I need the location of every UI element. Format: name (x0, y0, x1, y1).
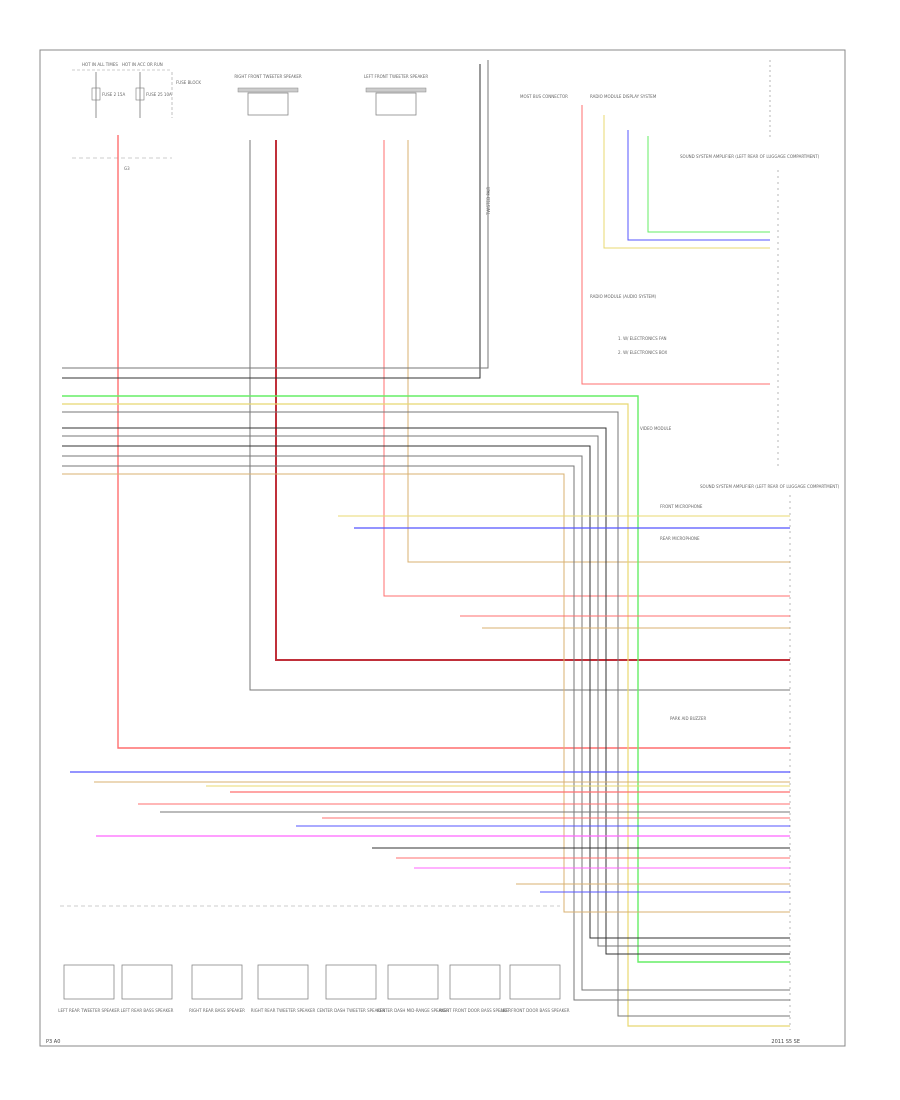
fuse-block: HOT IN ALL TIMES HOT IN ACC OR RUN FUSE … (72, 62, 201, 171)
wire-bus-gray-4 (62, 465, 790, 1001)
wire-lf-tweeter-neg (407, 140, 790, 563)
wire-most-2 (62, 60, 489, 369)
fuse-b-label: FUSE 25 10A (146, 92, 172, 97)
speaker-icon (247, 92, 289, 116)
wire-radio-blue (627, 130, 770, 241)
speaker-icon (325, 964, 377, 1000)
footer-left: P3 A0 (46, 1039, 60, 1045)
wire-bus-gray-2 (62, 435, 790, 947)
footer-right: 2011 S5 SE (771, 1039, 800, 1045)
wire-rf-tweeter-pos (275, 140, 790, 661)
diagram-frame (39, 49, 846, 1047)
front-mic-label: FRONT MICROPHONE (660, 504, 703, 509)
speaker-icon (257, 964, 309, 1000)
wire-fuse-to-amp (117, 135, 790, 749)
amp-connector-lower-label: SOUND SYSTEM AMPLIFIER (LEFT REAR OF LUG… (700, 484, 840, 489)
speaker-icon (121, 964, 173, 1000)
speaker-label: CENTER DASH MID-RANGE SPEAKER (377, 1008, 450, 1013)
speaker-icon (449, 964, 501, 1000)
wire-radio-green (647, 136, 770, 233)
wire-radio-yellow (603, 115, 770, 249)
fuse-a-label: FUSE 2 15A (102, 92, 125, 97)
speaker-label: RIGHT REAR TWEETER SPEAKER (251, 1008, 316, 1013)
radio-module-label: RADIO MODULE (AUDIO SYSTEM) (590, 294, 657, 299)
park-aid-label: PARK AID BUZZER (670, 716, 706, 721)
speaker-icon (375, 92, 417, 116)
rf-tweeter-label: RIGHT FRONT TWEETER SPEAKER (234, 74, 302, 79)
right-front-tweeter: RIGHT FRONT TWEETER SPEAKER (234, 74, 302, 116)
wire-bus-gray-1 (62, 411, 790, 1017)
left-front-tweeter: LEFT FRONT TWEETER SPEAKER (364, 74, 428, 116)
fuse-b-icon (135, 87, 145, 101)
speaker-icon (63, 964, 115, 1000)
speaker-label: CENTER DASH TWEETER SPEAKER (317, 1008, 386, 1013)
lf-tweeter-label: LEFT FRONT TWEETER SPEAKER (364, 74, 428, 79)
speaker-label: LEFT REAR BASS SPEAKER (121, 1008, 174, 1013)
note-2: 2. W/ ELECTRONICS BOX (618, 350, 667, 355)
amp-connector-upper-label: SOUND SYSTEM AMPLIFIER (LEFT REAR OF LUG… (680, 154, 820, 159)
wire-bus-dark-2 (62, 445, 790, 939)
video-module-label: VIDEO MODULE (640, 426, 672, 431)
speaker-icon (387, 964, 439, 1000)
fuse-a-icon (91, 87, 101, 101)
wire-radio-red (581, 105, 770, 385)
rear-mic-label: REAR MICROPHONE (660, 536, 700, 541)
ground-ref: G3 (124, 166, 130, 171)
fuse-block-label: FUSE BLOCK (176, 80, 201, 85)
wire-bus-gray-3 (62, 455, 790, 991)
speaker-icon (509, 964, 561, 1000)
wire-lf-tweeter-pos (383, 140, 790, 597)
wire-bus-tan (62, 473, 790, 913)
speaker-label: LEFT REAR TWEETER SPEAKER (58, 1008, 120, 1013)
wire-bus-green (62, 395, 790, 963)
fuse-hot-label: HOT IN ALL TIMES (82, 62, 118, 67)
wire-rf-tweeter-neg (249, 140, 790, 691)
wire-bus-yellow (62, 403, 790, 1027)
speaker-label: LEFT FRONT DOOR BASS SPEAKER (500, 1008, 569, 1013)
most-bus-label: MOST BUS CONNECTOR (520, 94, 568, 99)
wire-most-1 (62, 64, 481, 379)
speaker-label: RIGHT REAR BASS SPEAKER (189, 1008, 245, 1013)
wires-group (62, 60, 790, 1027)
note-1: 1. W/ ELECTRONICS FAN (618, 336, 667, 341)
wire-bus-dark-1 (62, 427, 790, 955)
speaker-icon (191, 964, 243, 1000)
fuse-acc-label: HOT IN ACC OR RUN (122, 62, 163, 67)
speaker-label: RIGHT FRONT DOOR BASS SPEAKER (439, 1008, 511, 1013)
radio-display-label: RADIO MODULE DISPLAY SYSTEM (590, 94, 657, 99)
